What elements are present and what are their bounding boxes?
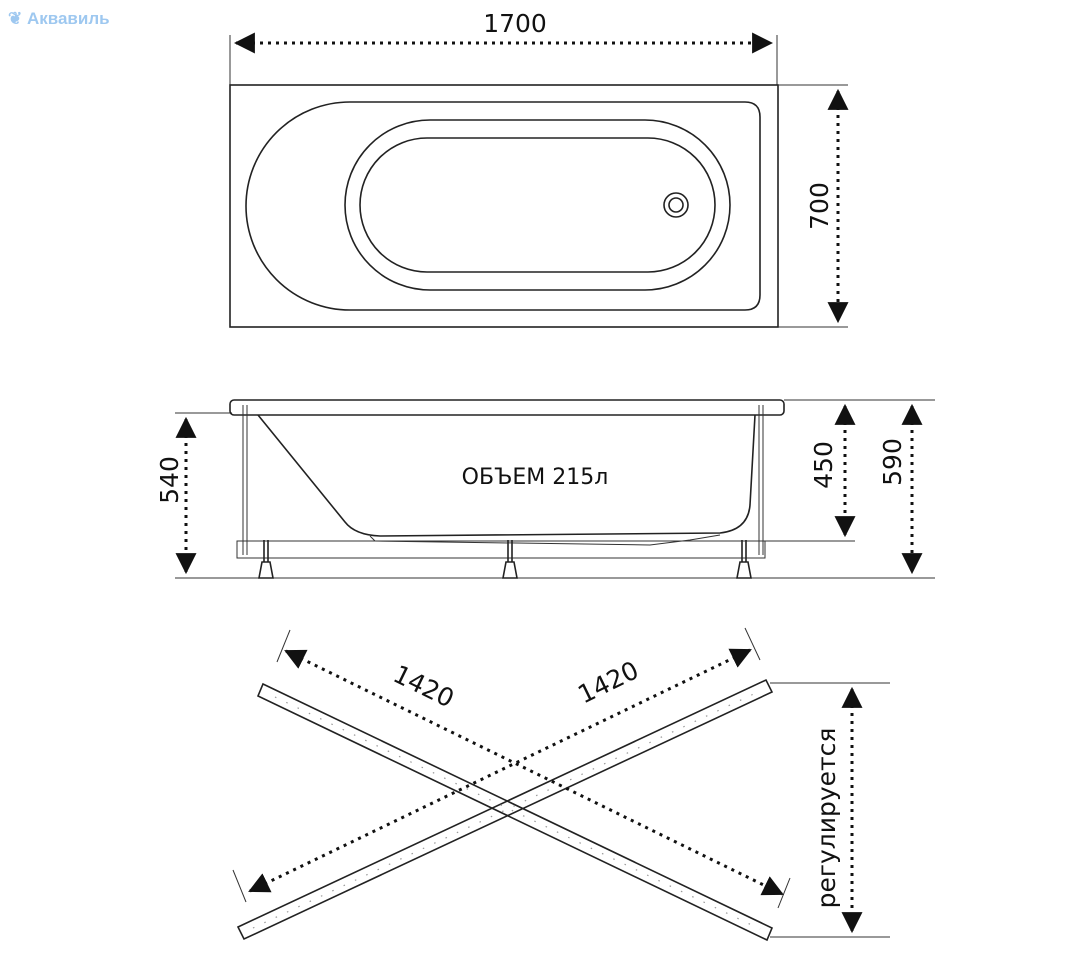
tub-outline	[229, 84, 779, 328]
depth-450-label: 450	[809, 441, 838, 489]
height-540-label: 540	[155, 456, 184, 504]
diagonal-2-label: 1420	[573, 655, 643, 709]
tub-rim	[245, 101, 761, 311]
side-view: ОБЪЕМ 215л 540 450 590	[155, 399, 935, 579]
logo-text: Аквавиль	[26, 9, 110, 28]
frame-view: 1420 1420 регулируется	[232, 627, 890, 942]
basin-inner	[359, 137, 716, 273]
diagonal-1-label: 1420	[389, 659, 459, 713]
leg-feet	[258, 540, 752, 579]
frame-bar-2	[236, 678, 774, 941]
tub-body-side	[257, 414, 756, 537]
drain-icon	[663, 192, 689, 218]
length-label: 1700	[483, 9, 547, 38]
brand-logo: ❦ Аквавиль	[8, 9, 110, 29]
height-590-label: 590	[878, 438, 907, 486]
volume-label: ОБЪЕМ 215л	[462, 465, 609, 490]
width-label: 700	[805, 182, 834, 230]
basin-outer	[344, 119, 731, 291]
top-view: 1700 700	[229, 9, 849, 328]
frame-bar	[236, 540, 766, 559]
tub-rim-side	[229, 399, 785, 416]
logo-icon: ❦	[8, 9, 27, 28]
adjustable-label: регулируется	[812, 728, 841, 909]
